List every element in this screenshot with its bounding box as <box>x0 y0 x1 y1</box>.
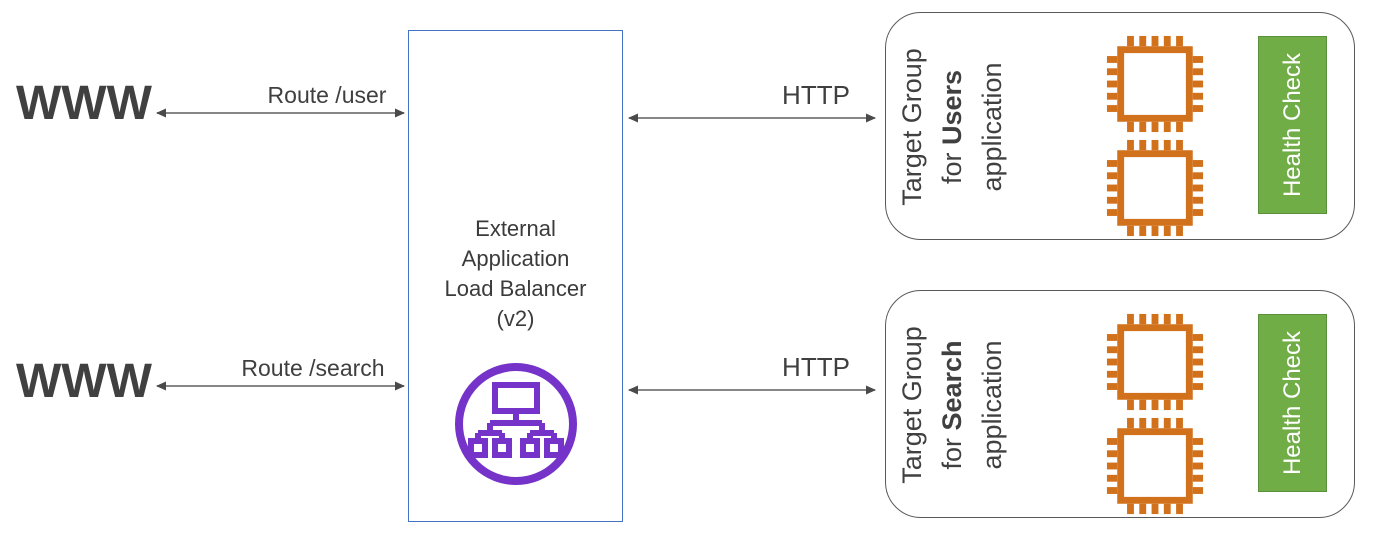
tg-label-bold-word: Users <box>937 69 967 146</box>
cpu-chip-icon <box>1102 137 1208 239</box>
http-bottom-label: HTTP <box>782 352 850 382</box>
target-group-search-label: Target Group for Search application <box>892 326 1012 484</box>
target-group-users-label: Target Group for Users application <box>892 48 1012 206</box>
health-check-badge: Health Check <box>1258 36 1327 214</box>
www-client-bottom: WWW <box>16 355 152 408</box>
health-check-badge: Health Check <box>1258 314 1327 492</box>
tg-label-line: application <box>977 340 1007 470</box>
target-group-search: Target Group for Search application Heal… <box>885 290 1355 518</box>
tg-label-line: for <box>937 430 967 470</box>
lb-title-line: External <box>475 216 556 241</box>
target-group-users: Target Group for Users application Healt… <box>885 12 1355 240</box>
tg-label-bold-word: Search <box>937 340 967 431</box>
tg-label-line: Target Group <box>897 326 927 484</box>
cpu-chip-icon <box>1102 311 1208 413</box>
health-check-label: Health Check <box>1278 52 1306 198</box>
cpu-chip-icon <box>1102 415 1208 517</box>
tg-label-line: application <box>977 62 1007 192</box>
lb-title-line: (v2) <box>496 306 535 331</box>
http-top-label: HTTP <box>782 80 850 110</box>
tg-label-line: Target Group <box>897 48 927 206</box>
tg-label-line: for <box>937 145 967 185</box>
cpu-chip-icon <box>1102 33 1208 135</box>
route-user-label: Route /user <box>267 82 387 108</box>
lb-title-line: Load Balancer <box>444 276 587 301</box>
elastic-load-balancer-icon <box>455 363 577 485</box>
www-client-top: WWW <box>16 77 152 130</box>
lb-title-line: Application <box>461 246 570 271</box>
health-check-label: Health Check <box>1278 330 1306 476</box>
route-search-label: Route /search <box>241 355 385 381</box>
load-balancer-title: External Application Load Balancer (v2) <box>409 214 622 334</box>
load-balancer-box: External Application Load Balancer (v2) <box>408 30 623 522</box>
